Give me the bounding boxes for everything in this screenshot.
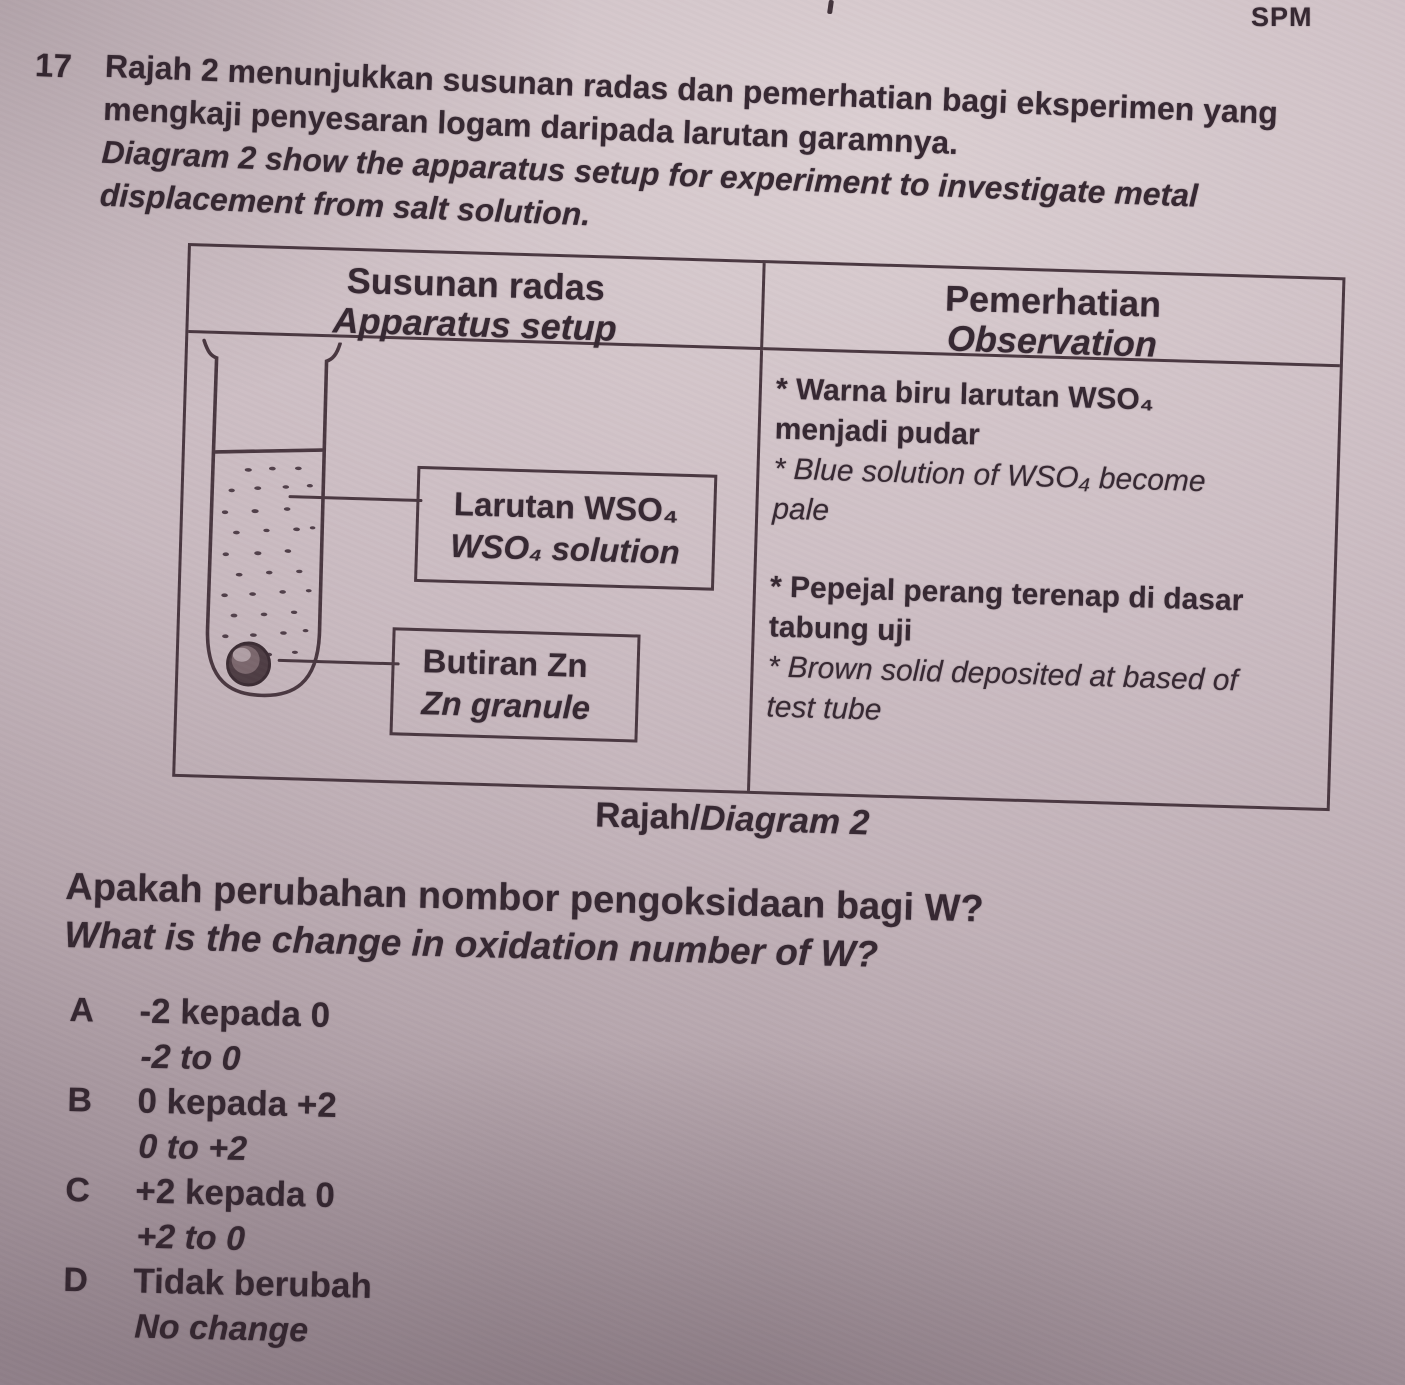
option-text-my: Tidak berubah [132,1261,373,1306]
granule-label-en: Zn granule [420,684,591,727]
label-box-granule: Butiran Zn Zn granule [389,627,641,743]
solution-label-my: Larutan WSO₄ [453,485,680,529]
option-text-my: +2 kepada 0 [134,1171,336,1216]
option-b: B 0 kepada +2 0 to +2 [66,1078,337,1168]
question-number: 17 [34,45,73,85]
observation-header-cell: Pemerhatian Observation [763,263,1343,368]
option-letter: C [64,1170,91,1210]
figure-caption: Rajah/Diagram 2 [595,795,870,843]
option-text-my: 0 kepada +2 [137,1081,338,1126]
option-text-my: -2 kepada 0 [139,991,331,1035]
zinc-granule [226,641,272,687]
test-tube-outline [202,338,342,698]
option-a: A -2 kepada 0 -2 to 0 [68,988,330,1078]
apparatus-cell: Larutan WSO₄ WSO₄ solution Butiran Zn Zn… [175,333,764,791]
test-tube-diagram [202,338,342,698]
figure-diagram-2: Susunan radas Apparatus setup Pemerhatia… [169,243,1387,918]
solution-dots [221,466,316,658]
option-letter: A [69,990,95,1030]
observation-cell: * Warna biru larutan WSO₄ menjadi pudar … [750,350,1340,808]
figure-table: Susunan radas Apparatus setup Pemerhatia… [172,243,1346,812]
apparatus-header-cell: Susunan radas Apparatus setup [188,246,766,351]
liquid-level-line [214,448,324,454]
figure-caption-en: Diagram 2 [699,798,870,843]
label-box-solution: Larutan WSO₄ WSO₄ solution [414,465,718,591]
option-c: C +2 kepada 0 +2 to 0 [64,1168,335,1258]
question-intro: 17 Rajah 2 menunjukkan susunan radas dan… [29,42,1335,266]
option-letter: B [67,1080,93,1120]
option-d: D Tidak berubah No change [62,1258,372,1350]
stray-mark [827,0,834,15]
exam-corner-label: SPM [1251,2,1313,32]
answer-options: A -2 kepada 0 -2 to 0 B 0 kepada +2 0 to… [62,988,372,1350]
solution-label-en: WSO₄ solution [449,526,681,571]
figure-caption-my: Rajah/ [594,795,701,838]
option-text-en: No change [133,1307,309,1350]
option-text-en: -2 to 0 [140,1037,241,1078]
granule-label-my: Butiran Zn [422,642,589,685]
option-text-en: 0 to +2 [137,1127,248,1169]
option-letter: D [62,1260,89,1300]
option-text-en: +2 to 0 [135,1217,246,1259]
